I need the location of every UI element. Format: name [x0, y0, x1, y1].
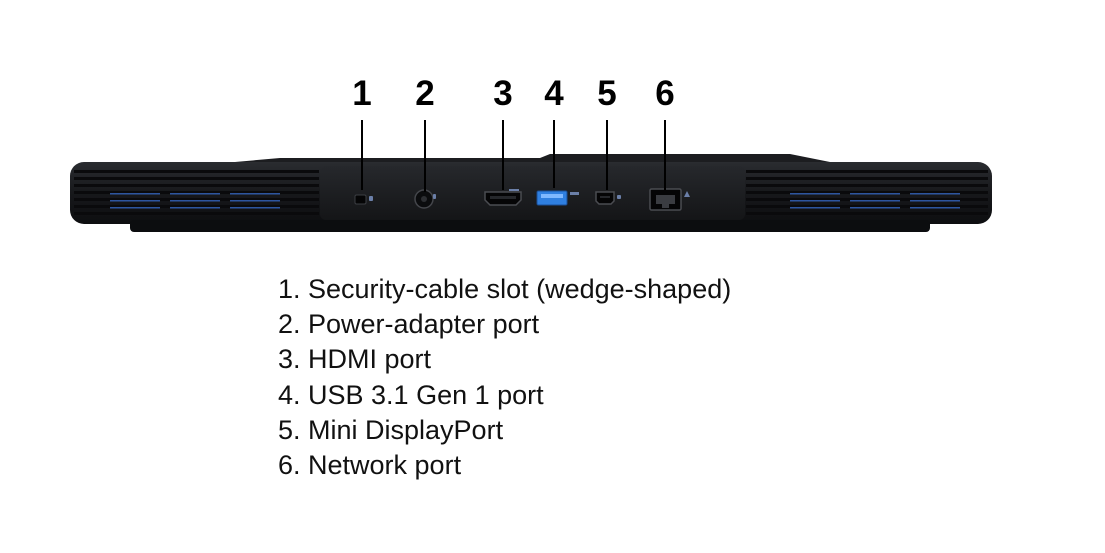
- left-vent-grille: [74, 170, 319, 215]
- port-legend: 1. Security-cable slot (wedge-shaped) 2.…: [278, 272, 731, 483]
- lid-edge: [235, 154, 830, 162]
- callout-number-6: 6: [655, 74, 675, 113]
- callout-line-6: [664, 120, 666, 190]
- usb-port-icon: [536, 190, 579, 206]
- legend-item-power-port: 2. Power-adapter port: [278, 309, 540, 340]
- power-port-icon: [414, 189, 436, 209]
- callout-line-1: [361, 120, 363, 190]
- callout-line-2: [424, 120, 426, 192]
- network-port-icon: [649, 188, 690, 211]
- chassis-foot: [130, 220, 930, 232]
- mini-displayport-icon: [595, 191, 621, 205]
- hdmi-port-icon: [484, 189, 522, 206]
- callout-number-1: 1: [352, 74, 372, 113]
- laptop-rear-view: [70, 154, 992, 232]
- legend-item-mini-displayport: 5. Mini DisplayPort: [278, 414, 504, 445]
- callout-line-3: [502, 120, 504, 190]
- security-slot-icon: [354, 194, 373, 205]
- callout-line-4: [553, 120, 555, 188]
- right-vent-grille: [746, 170, 988, 215]
- callout-number-2: 2: [415, 74, 435, 113]
- callout-line-5: [606, 120, 608, 190]
- legend-item-hdmi-port: 3. HDMI port: [278, 344, 432, 375]
- legend-item-usb-port: 4. USB 3.1 Gen 1 port: [278, 379, 544, 410]
- legend-item-network-port: 6. Network port: [278, 449, 462, 480]
- callout-number-3: 3: [493, 74, 513, 113]
- callout-number-4: 4: [544, 74, 564, 113]
- legend-item-security-slot: 1. Security-cable slot (wedge-shaped): [278, 274, 732, 304]
- callout-number-5: 5: [597, 74, 617, 113]
